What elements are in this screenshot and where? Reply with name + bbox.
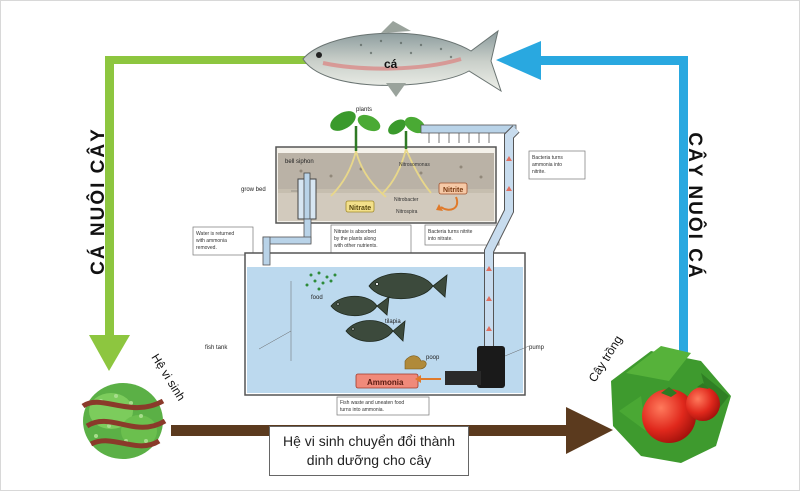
note-nitrate-absorbed: Nitrate is absorbed by the plants along … <box>330 224 412 254</box>
fish-tank-label: fish tank <box>205 345 228 351</box>
note-fish-waste: Fish waste and uneaten food turns into a… <box>336 396 430 416</box>
fish-label: cá <box>384 57 398 71</box>
note-ammonia-line2: ammonia into <box>532 162 562 168</box>
nitrate-box <box>345 200 375 213</box>
caption-box: Hệ vi sinh chuyển đổi thành dinh dưỡng c… <box>269 426 469 476</box>
note-water-returned: Water is returned with ammonia removed. <box>192 226 254 256</box>
microbe-icon <box>81 383 167 459</box>
nitrosomonas-label: Nitrosomonas <box>399 162 430 168</box>
left-vertical-label: CÁ NUÔI CÂY <box>87 127 109 275</box>
blue-arrow-head <box>496 41 541 80</box>
tilapia-fish-icon <box>330 272 448 342</box>
return-pipe <box>262 218 312 266</box>
ammonia-label: Ammonia <box>367 378 404 387</box>
tilapia-label: tilapia <box>385 319 401 325</box>
nitrobacter-label: Nitrobacter <box>394 197 419 203</box>
plants-label: plants <box>356 107 372 113</box>
note-nitrate-line3: with other nutrients. <box>334 243 378 249</box>
aquaponics-system: plants bell siphon grow bed Nitrosomonas… <box>192 107 586 416</box>
caption-line-2: dinh dưỡng cho cây <box>306 452 432 468</box>
right-vertical-label: CÂY NUÔI CÁ <box>684 132 706 279</box>
nitrate-label: Nitrate <box>349 205 371 212</box>
poop-label: poop <box>426 355 440 361</box>
note-ammonia-line3: nitrite. <box>532 169 546 175</box>
note-nitrite-line1: Bacteria turns nitrite <box>428 229 473 235</box>
note-waste-line2: turns into ammonia. <box>340 407 384 413</box>
microbe-label: Hệ vi sinh <box>148 351 188 403</box>
pump-pipe <box>484 125 520 351</box>
spray-bar <box>420 124 517 143</box>
seedlings <box>330 111 426 151</box>
green-arrow-head <box>89 335 130 371</box>
grow-bed-label: grow bed <box>241 187 266 193</box>
note-nitrate-line1: Nitrate is absorbed <box>334 229 376 235</box>
brown-arrow-head <box>566 407 613 454</box>
note-water-line2: with ammonia <box>196 238 227 244</box>
tomato-plant-icon <box>611 346 731 463</box>
nitrite-box <box>438 182 468 195</box>
trout-fish-icon <box>302 21 502 97</box>
note-nitrite-line2: into nitrate. <box>428 236 453 242</box>
nitrospira-label: Nitrospira <box>396 209 418 215</box>
bell-siphon-label: bell siphon <box>285 159 314 165</box>
bell-siphon <box>297 172 317 220</box>
caption-line-1: Hệ vi sinh chuyển đổi thành <box>283 433 455 449</box>
food-pellets <box>305 271 337 291</box>
food-label: food <box>311 295 323 301</box>
blue-cycle-arrow <box>496 41 688 356</box>
note-water-line3: removed. <box>196 245 217 251</box>
pump-label: pump <box>529 345 545 351</box>
note-nitrate-line2: by the plants along <box>334 236 376 242</box>
pump-icon <box>445 346 505 388</box>
poop-icon <box>404 355 427 370</box>
note-waste-line1: Fish waste and uneaten food <box>340 400 404 406</box>
note-bacteria-nitrite: Bacteria turns nitrite into nitrate. <box>424 224 500 246</box>
note-bacteria-ammonia: Bacteria turns ammonia into nitrite. <box>528 150 586 180</box>
note-ammonia-line1: Bacteria turns <box>532 155 563 161</box>
nitrite-label: Nitrite <box>443 187 463 194</box>
note-water-line1: Water is returned <box>196 231 234 237</box>
